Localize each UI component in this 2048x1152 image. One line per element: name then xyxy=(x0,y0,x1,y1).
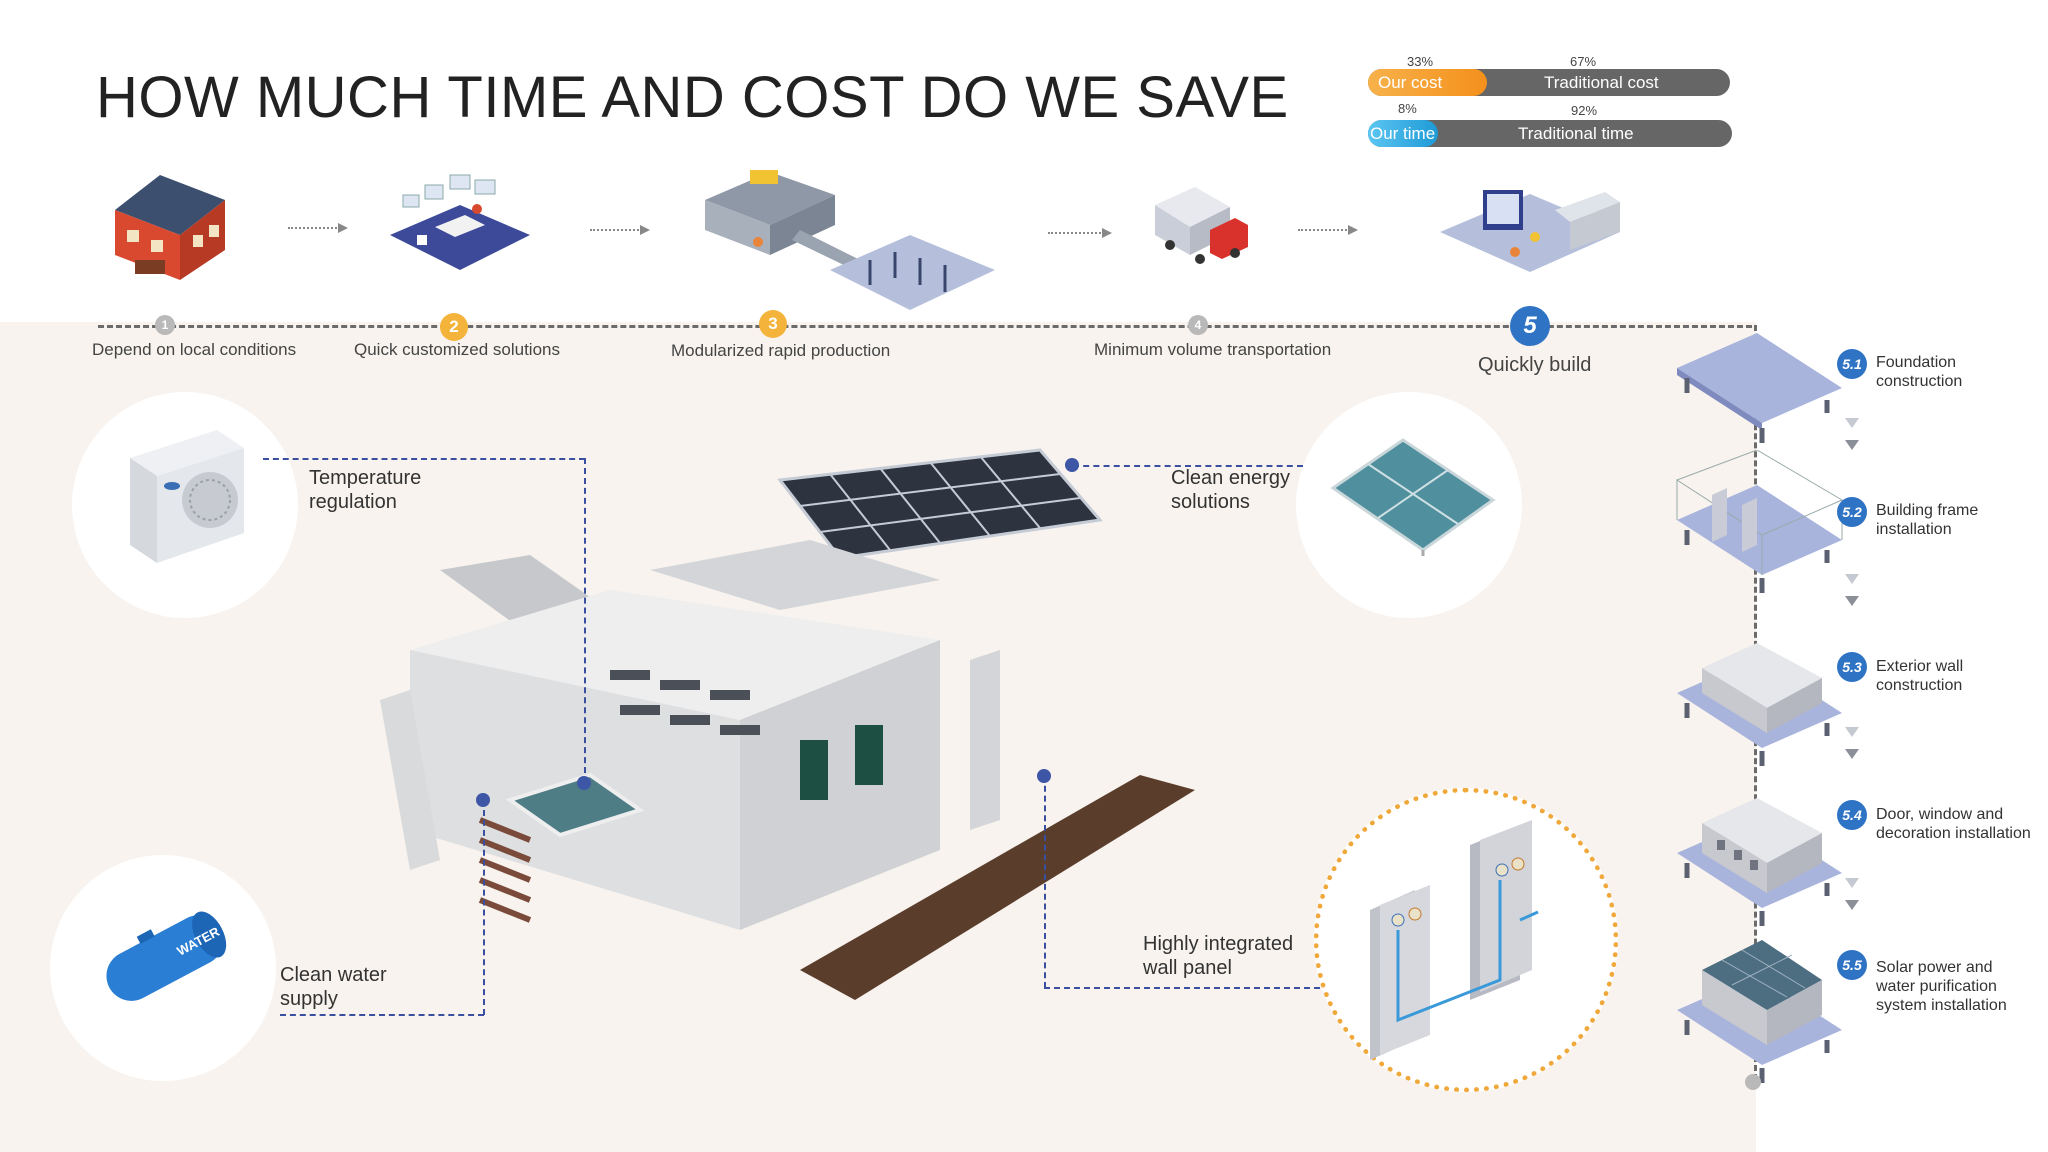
substep-arrow-3a xyxy=(1845,727,1859,737)
process-timeline xyxy=(98,325,1752,328)
exterior-wall-icon xyxy=(1677,643,1842,766)
clean-water-callout: Clean water supply xyxy=(280,964,387,1010)
step-marker-1: 1 xyxy=(155,315,175,335)
step-label-3: Modularized rapid production xyxy=(671,341,891,360)
wall-dot xyxy=(1037,769,1051,783)
substep-badge-5: 5.5 xyxy=(1837,950,1867,980)
substep-badge-3: 5.3 xyxy=(1837,652,1867,682)
cost-bar: Our cost Traditional cost xyxy=(1368,69,1730,96)
step-marker-2: 2 xyxy=(440,313,468,341)
step-arrow-4 xyxy=(1298,225,1358,235)
traditional-time-pct: 92% xyxy=(1571,103,1598,118)
substep-label-1: Foundation construction xyxy=(1876,354,1963,390)
solar-panel-icon xyxy=(1330,438,1496,556)
solar-install-icon xyxy=(1677,940,1842,1083)
our-cost-pct: 33% xyxy=(1407,54,1434,69)
step-label-5: Quickly build xyxy=(1478,354,1592,376)
foundation-icon xyxy=(1677,333,1842,443)
wall-panel-callout: Highly integrated wall panel xyxy=(1143,933,1294,979)
design-office-icon xyxy=(390,174,530,270)
air-conditioner-icon xyxy=(130,430,244,563)
step-label-2: Quick customized solutions xyxy=(354,340,560,359)
frame-icon xyxy=(1675,450,1844,593)
substep-arrow-1b xyxy=(1845,440,1859,450)
traditional-cost-label: Traditional cost xyxy=(1544,73,1659,92)
wall-leader-v xyxy=(1044,776,1046,988)
substep-label-4: Door, window and decoration installation xyxy=(1876,806,2031,842)
our-time-fill xyxy=(1368,120,1438,147)
water-dot xyxy=(476,793,490,807)
substep-arrow-2b xyxy=(1845,596,1859,606)
our-cost-label: Our cost xyxy=(1378,73,1443,92)
traditional-cost-pct: 67% xyxy=(1570,54,1597,69)
modular-building-illustration xyxy=(380,448,1195,1000)
step-label-1: Depend on local conditions xyxy=(92,340,297,359)
our-cost-fill xyxy=(1368,69,1488,96)
house-icon xyxy=(115,175,225,280)
substep-arrow-3b xyxy=(1845,749,1859,759)
substep-label-3: Exterior wall construction xyxy=(1876,658,1964,694)
temperature-dot xyxy=(577,776,591,790)
temperature-leader-h xyxy=(263,458,585,460)
substep-end-dot xyxy=(1745,1074,1761,1090)
substep-badge-1: 5.1 xyxy=(1837,349,1867,379)
traditional-time-label: Traditional time xyxy=(1518,124,1634,143)
step-arrow-3 xyxy=(1048,228,1112,238)
truck-icon xyxy=(1155,187,1248,264)
substep-label-2: Building frame installation xyxy=(1876,502,1979,538)
step-marker-3: 3 xyxy=(759,310,787,338)
substep-arrow-4a xyxy=(1845,878,1859,888)
water-leader-v xyxy=(483,800,485,1015)
substep-badge-4: 5.4 xyxy=(1837,800,1867,830)
temperature-leader-v xyxy=(584,458,586,783)
water-tank-icon: WATER xyxy=(106,911,227,1001)
substep-arrow-1a xyxy=(1845,418,1859,428)
substep-arrow-4b xyxy=(1845,900,1859,910)
step-arrow-1 xyxy=(288,223,348,233)
temperature-callout: Temperature regulation xyxy=(309,467,422,513)
factory-icon xyxy=(705,170,995,310)
wall-leader-h xyxy=(1044,987,1320,989)
our-time-label: Our time xyxy=(1370,124,1436,143)
step-marker-4: 4 xyxy=(1188,315,1208,335)
wall-panel-icon xyxy=(1370,820,1539,1060)
substep-badge-2: 5.2 xyxy=(1837,497,1867,527)
substep-arrow-2a xyxy=(1845,574,1859,584)
door-window-icon xyxy=(1677,798,1842,926)
our-time-pct: 8% xyxy=(1398,101,1417,116)
clean-energy-callout: Clean energy solutions xyxy=(1171,467,1290,513)
step-marker-5: 5 xyxy=(1510,306,1550,346)
substep-label-5: Solar power and water purification syste… xyxy=(1876,959,2007,1014)
water-leader-h xyxy=(280,1014,484,1016)
energy-dot xyxy=(1065,458,1079,472)
wall-panel-circle xyxy=(1314,788,1618,1092)
energy-leader xyxy=(1073,465,1303,467)
step-label-4: Minimum volume transportation xyxy=(1094,340,1332,359)
site-assembly-icon xyxy=(1440,190,1620,272)
step-arrow-2 xyxy=(590,225,650,235)
page-title: HOW MUCH TIME AND COST DO WE SAVE xyxy=(96,65,1289,130)
time-bar: Our time Traditional time xyxy=(1368,120,1732,147)
